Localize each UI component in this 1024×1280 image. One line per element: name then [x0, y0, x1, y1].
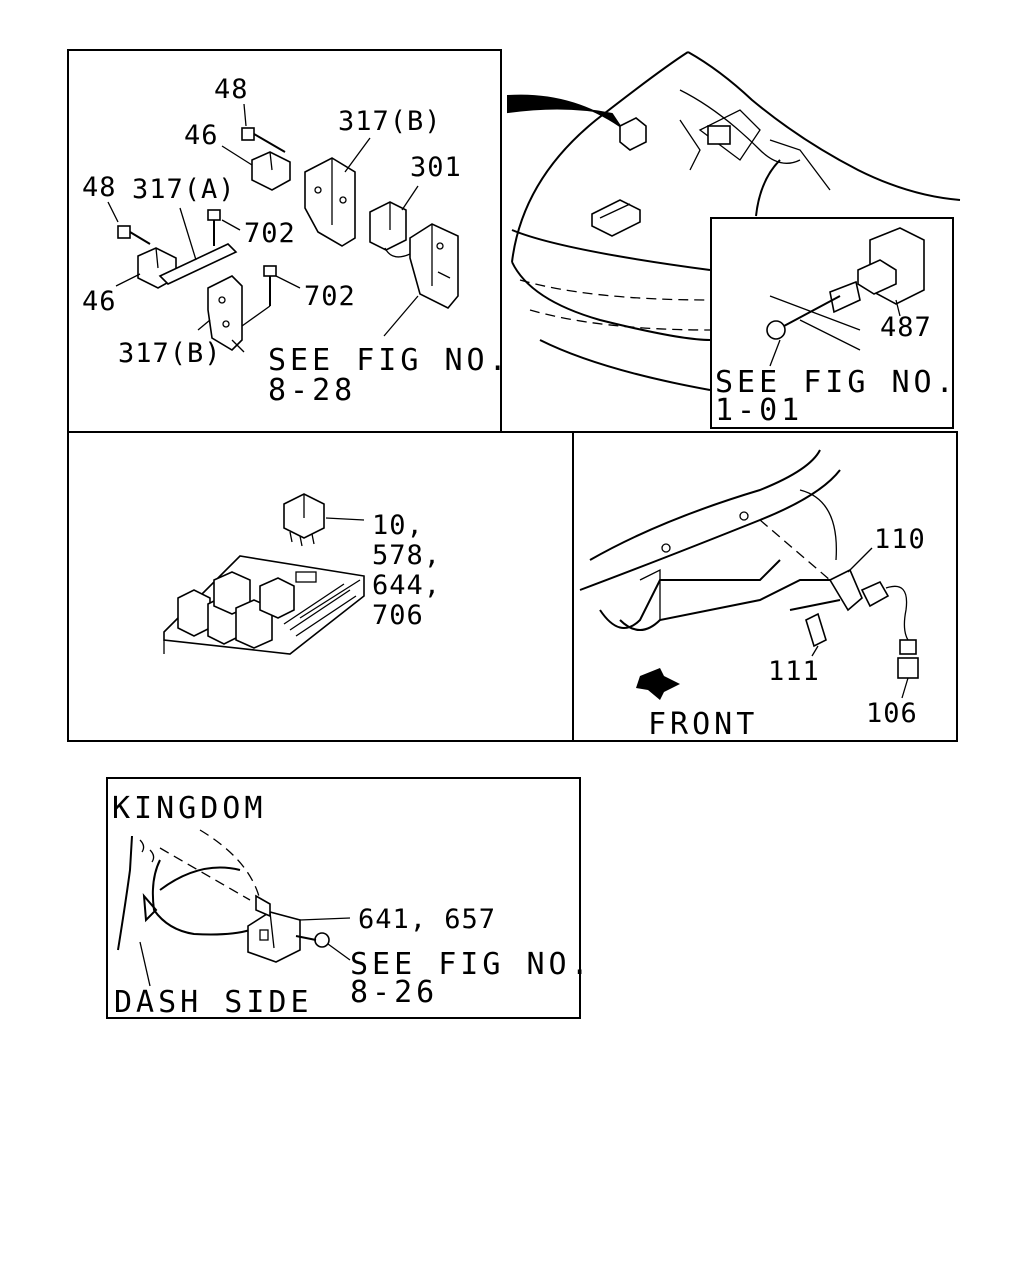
callout-301: 301 — [410, 152, 462, 183]
callout-110: 110 — [874, 524, 926, 555]
inset-see-fig-label: SEE FIG NO. — [715, 365, 958, 400]
callout-317b-upper: 317(B) — [338, 106, 442, 137]
bolt-48-upper — [241, 103, 286, 153]
callout-578: 578, — [372, 540, 441, 571]
bracket-317b-lower — [197, 275, 245, 353]
front-direction-label: FRONT — [648, 707, 758, 742]
panel-top-left-drawing — [107, 103, 459, 353]
callout-48-lower: 48 — [82, 172, 117, 203]
region-label: KINGDOM — [112, 791, 266, 826]
callout-48-upper: 48 — [214, 74, 249, 105]
inset-487-drawing — [766, 227, 925, 367]
callout-702-upper: 702 — [244, 218, 296, 249]
callout-702-lower: 702 — [304, 281, 356, 312]
bumper-sensor-drawing — [579, 449, 919, 700]
bolt-702-upper — [207, 209, 241, 246]
bracket-317a — [158, 207, 238, 285]
bracket-317b-upper — [304, 137, 371, 247]
bolt-48-lower — [107, 201, 151, 245]
bracket-right — [383, 223, 459, 337]
callout-706: 706 — [372, 600, 424, 631]
locator-arrow — [507, 94, 621, 127]
see-fig-label: SEE FIG NO. — [268, 343, 511, 378]
relay-46-upper — [221, 145, 291, 191]
relay-box-drawing — [163, 493, 365, 655]
inset-see-fig-number: 1-01 — [715, 393, 803, 428]
front-arrow — [636, 668, 680, 700]
callout-644: 644, — [372, 570, 441, 601]
vehicle-front-drawing — [507, 51, 961, 391]
bottom-see-fig-label: SEE FIG NO. — [350, 947, 593, 982]
kingdom-dash-drawing — [117, 829, 351, 987]
callout-317a: 317(A) — [132, 174, 236, 205]
callout-46-lower: 46 — [82, 286, 117, 317]
callout-111: 111 — [768, 656, 820, 687]
dash-side-label: DASH SIDE — [114, 985, 313, 1020]
bolt-702-lower — [241, 265, 301, 327]
callout-46-upper: 46 — [184, 120, 219, 151]
callout-317b-lower: 317(B) — [118, 338, 222, 369]
panel-frames — [67, 49, 958, 1019]
callout-10: 10, — [372, 510, 424, 541]
bottom-see-fig-number: 8-26 — [350, 975, 438, 1010]
callout-487: 487 — [880, 312, 932, 343]
module-301 — [369, 185, 419, 258]
callout-106: 106 — [866, 698, 918, 729]
see-fig-number: 8-28 — [268, 373, 356, 408]
callout-641-657: 641, 657 — [358, 904, 496, 935]
